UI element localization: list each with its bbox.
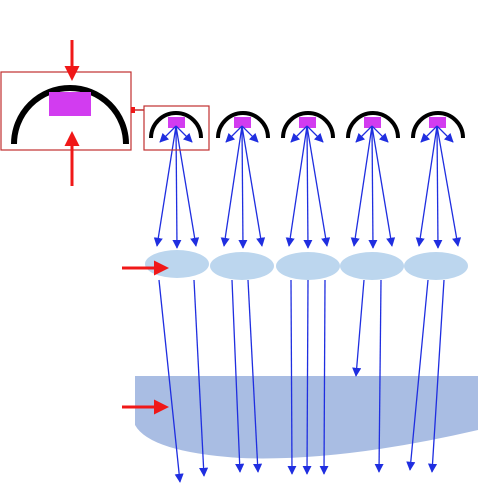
led-unit (346, 111, 400, 139)
led-dome (281, 111, 335, 139)
beam (302, 279, 312, 475)
lens (210, 252, 274, 280)
beam (241, 125, 266, 247)
lens (340, 252, 404, 280)
beam (371, 125, 389, 143)
led-unit (216, 111, 270, 139)
beam-set-upper (153, 125, 462, 249)
magnified-led-chip (49, 92, 91, 116)
beam (420, 125, 438, 143)
beam (368, 125, 378, 249)
beam (225, 125, 243, 143)
beam (158, 279, 184, 483)
led-magnified-view (0, 40, 132, 186)
beam (415, 125, 438, 247)
beam (436, 125, 454, 143)
led-dome (346, 111, 400, 139)
beam (374, 279, 384, 473)
magnify-connector-tip (131, 107, 135, 113)
led-dome (216, 111, 270, 139)
beam (350, 125, 373, 247)
beam (238, 125, 248, 249)
beam (352, 279, 365, 377)
beam (220, 125, 243, 247)
lens (404, 252, 468, 280)
beam (290, 125, 308, 143)
led-unit (411, 111, 465, 139)
beam (159, 125, 177, 143)
beam (319, 279, 329, 475)
lens-row (145, 250, 468, 280)
beam (247, 279, 263, 473)
beam (153, 125, 177, 247)
led-unit (149, 111, 203, 139)
beam (175, 125, 193, 143)
led-highlight-box (143, 105, 210, 151)
led-row (149, 111, 465, 139)
beam (241, 125, 259, 143)
beam (406, 279, 429, 471)
led-dome (149, 111, 203, 139)
led-dome (411, 111, 465, 139)
beam (433, 125, 443, 249)
beam (193, 279, 209, 477)
led-chip (168, 117, 185, 128)
beam (355, 125, 373, 143)
lens (276, 252, 340, 280)
led-chip (364, 117, 381, 128)
beam-set-lower (158, 279, 445, 483)
led-chip (429, 117, 446, 128)
beam (427, 279, 445, 473)
diffuser-plate (135, 376, 478, 459)
beam (306, 125, 324, 143)
led-chip (299, 117, 316, 128)
beam (285, 125, 308, 247)
beam (436, 125, 462, 247)
lens (145, 250, 209, 278)
beam (287, 279, 297, 475)
led-unit (281, 111, 335, 139)
beam (172, 125, 182, 249)
beam (231, 279, 245, 473)
beam (303, 125, 313, 249)
beam (306, 125, 331, 247)
magnified-led-dome (11, 85, 129, 145)
beam (175, 125, 200, 247)
beam (371, 125, 396, 247)
led-chip (234, 117, 251, 128)
